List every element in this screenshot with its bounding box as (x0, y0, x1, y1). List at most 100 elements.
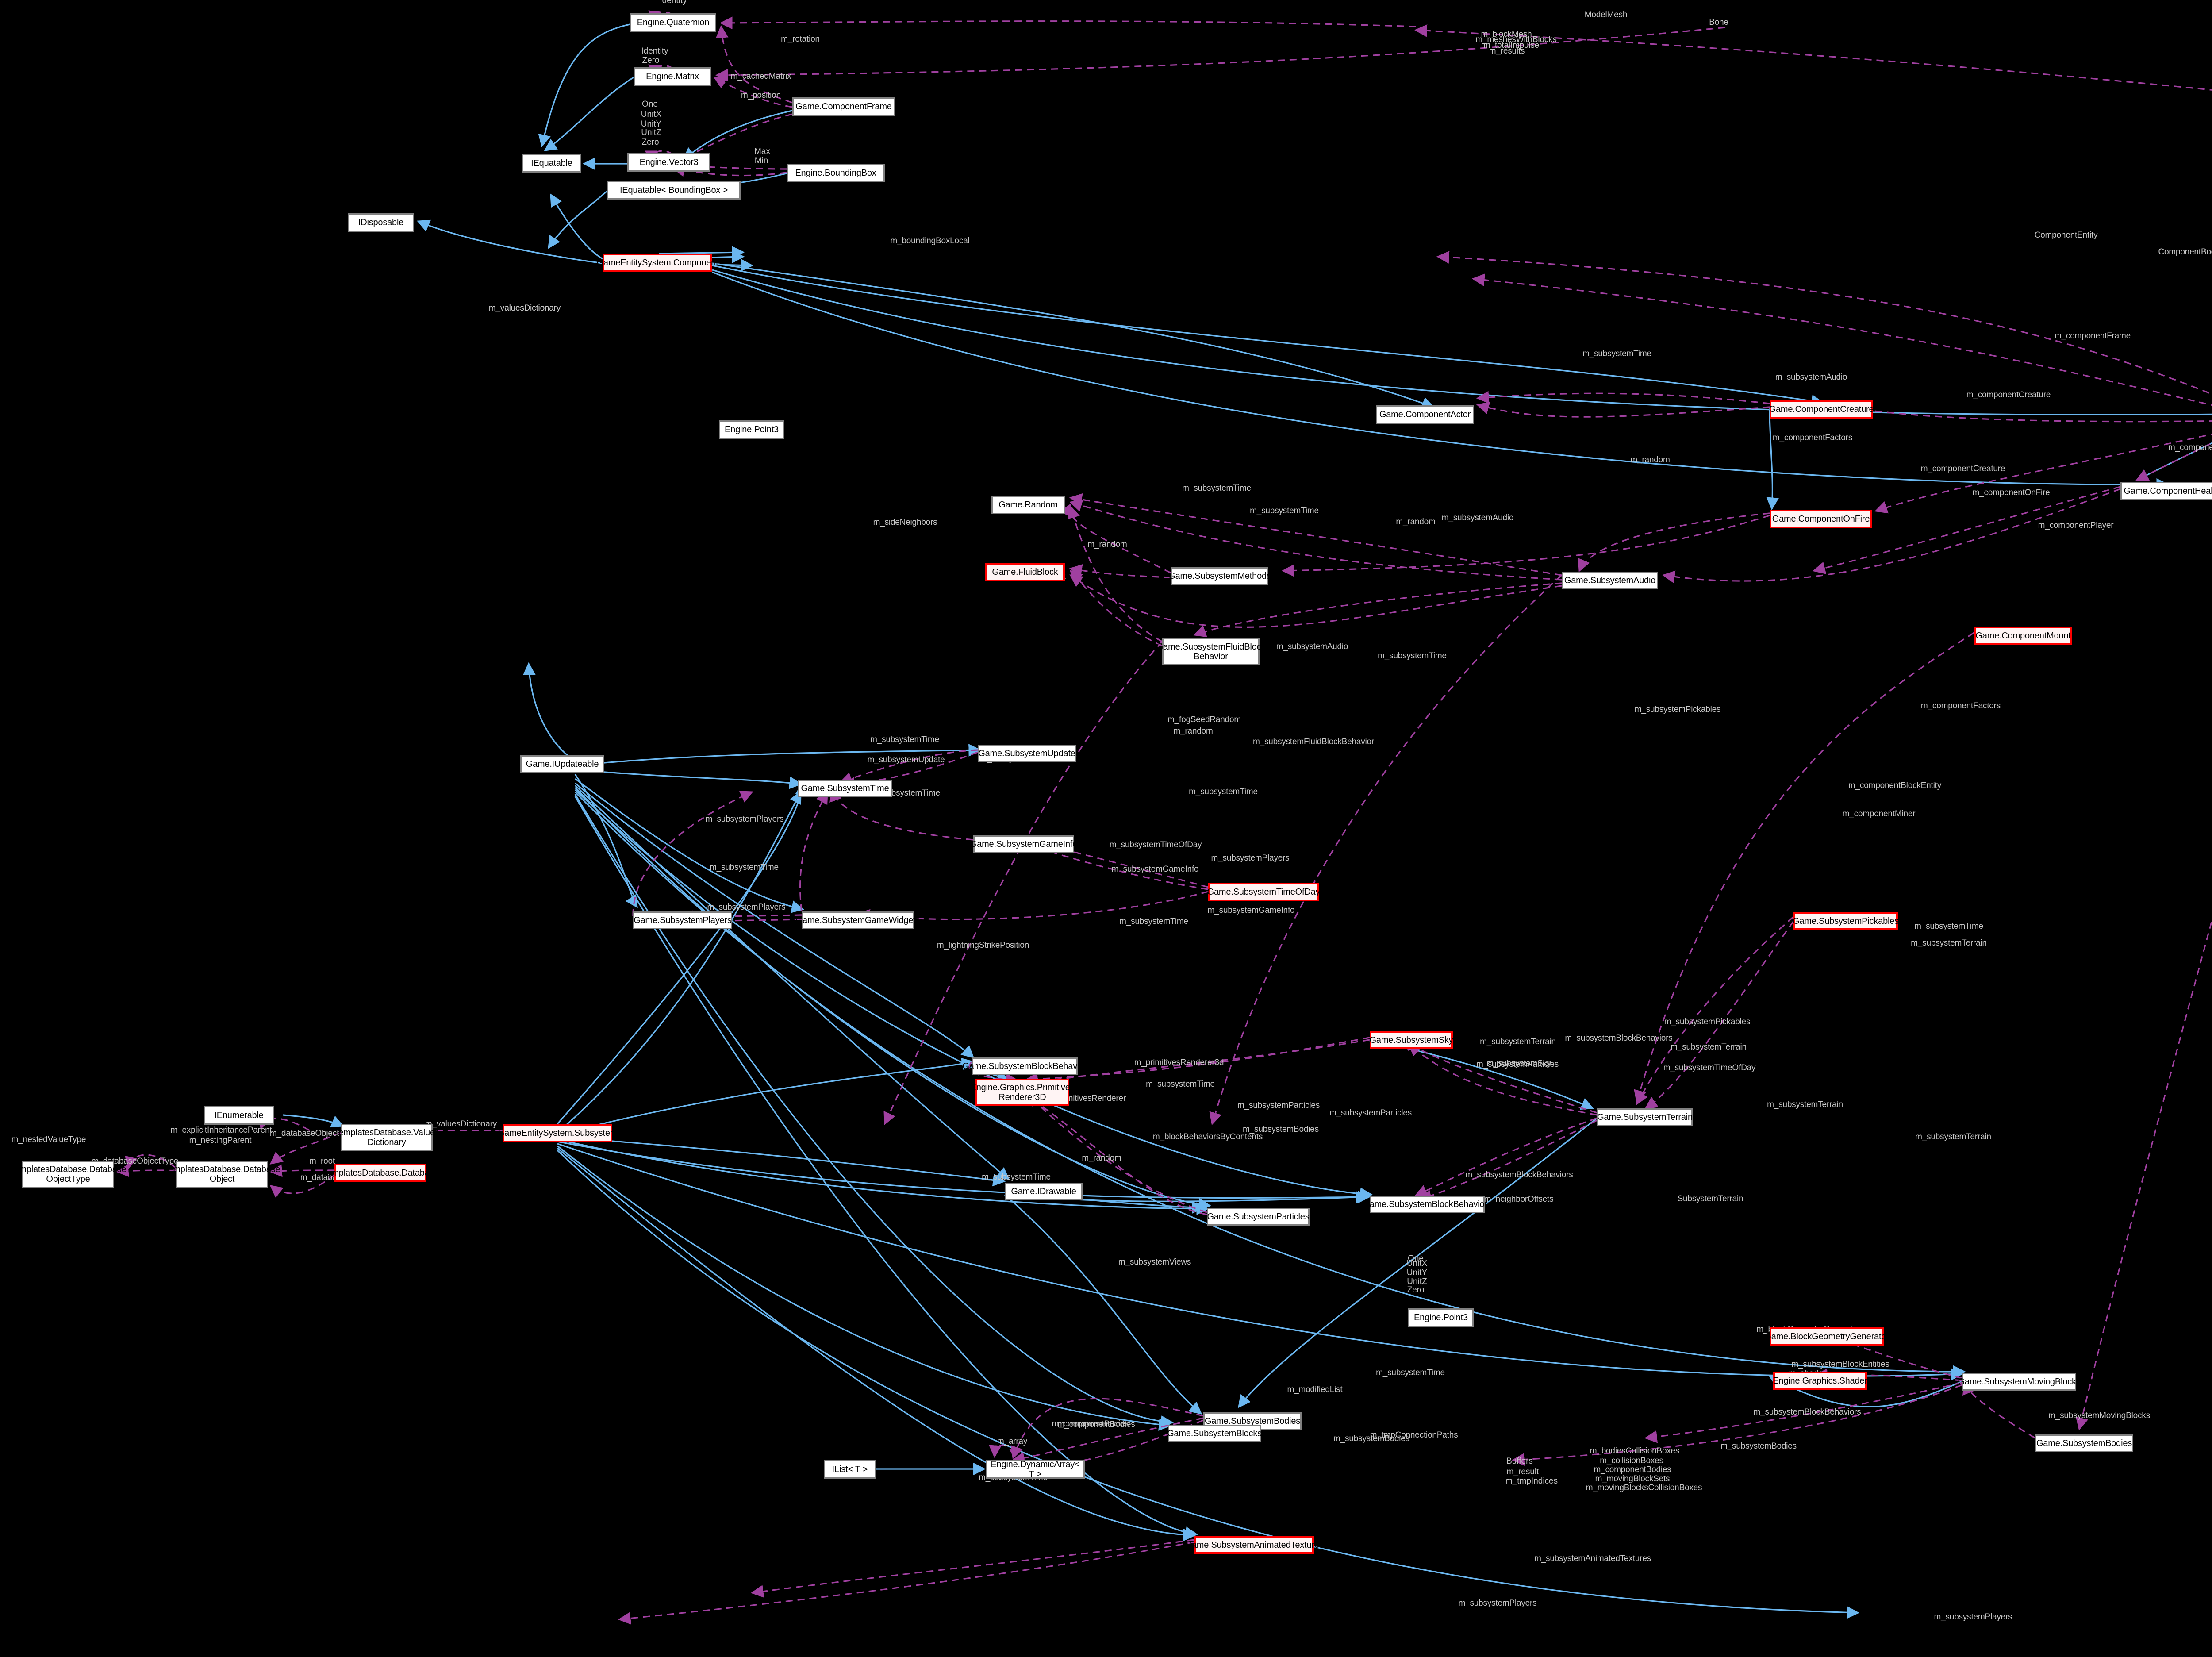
edge-label: m_subsystemAudio (1276, 642, 1348, 651)
class-node-quaternion[interactable]: Engine.Quaternion (630, 13, 716, 32)
edge-label: m_subsystemTime (1189, 787, 1258, 796)
class-node-boundingbox[interactable]: Engine.BoundingBox (787, 164, 885, 182)
edge-label: m_modifiedList (1287, 1385, 1343, 1394)
edge-label: m_boundingBoxLocal (890, 236, 970, 246)
class-node-gessubsystem[interactable]: GameEntitySystem.Subsystem (498, 1124, 617, 1142)
static-member-label: UnitX (641, 110, 662, 119)
static-member-label: Min (754, 156, 768, 165)
class-node-subsystimeofday[interactable]: Game.SubsystemTimeOfDay (1207, 883, 1320, 901)
edge-label: m_subsystemTime (870, 735, 939, 744)
edge-label: m_subsystemTimeOfDay (1663, 1063, 1756, 1073)
class-node-subsyssky[interactable]: Game.SubsystemSky (1370, 1031, 1453, 1049)
edge-label: m_subsystemTimeOfDay (1109, 840, 1202, 850)
edge-label: m_subsystemPickables (1664, 1017, 1751, 1026)
edge-label: m_position (741, 91, 781, 100)
edge-label: m_tmpConnectionPaths (1370, 1430, 1458, 1440)
edge-label: m_componentCreature (1920, 464, 2005, 473)
edge-label: m_componentBlockEntity (1848, 781, 1941, 790)
edge-label: m_subsystemTime (1914, 922, 1983, 931)
class-node-fluidblock[interactable]: Game.FluidBlock (985, 563, 1065, 581)
static-member-label: Zero (641, 138, 659, 147)
edge-label: m_subsystemTime (1250, 506, 1319, 515)
class-node-point3_top[interactable]: Engine.Point3 (719, 420, 784, 439)
class-node-compponfire[interactable]: Game.ComponentOnFire (1770, 510, 1872, 528)
class-node-subsysgamewidgets[interactable]: Game.SubsystemGameWidgets (796, 911, 920, 929)
class-node-primrenderer3d[interactable]: Engine.Graphics.Primitives Renderer3D (971, 1079, 1075, 1106)
edge-label: m_random (1087, 540, 1127, 549)
class-node-iupdateable[interactable]: Game.IUpdateable (520, 755, 604, 773)
class-node-random[interactable]: Game.Random (991, 496, 1065, 514)
class-node-subsysbodies_r[interactable]: Game.SubsystemBodies (2035, 1434, 2133, 1452)
class-node-compmount[interactable]: Game.ComponentMount (1974, 627, 2072, 645)
edge-label: m_subsystemSky (1486, 1059, 1551, 1068)
edge-label: m_componentFactors (1772, 433, 1853, 442)
static-member-label: Zero (1407, 1285, 1425, 1295)
edge-label: m_array (997, 1437, 1028, 1446)
class-node-subsysblockbehs[interactable]: Game.SubsystemBlockBehaviors (1363, 1196, 1492, 1213)
edge-label: m_meshesWithBlocks (1475, 35, 1557, 44)
class-node-idrawable[interactable]: Game.IDrawable (1005, 1183, 1083, 1200)
edge-label: m_blockBehaviorsByContents (1152, 1132, 1263, 1142)
edge-label: m_random (1396, 517, 1436, 527)
class-node-shader[interactable]: Engine.Graphics.Shader (1773, 1372, 1867, 1390)
edge-label: m_subsystemPlayers (707, 903, 786, 912)
class-node-compactor[interactable]: Game.ComponentActor (1376, 405, 1474, 424)
class-node-subsyspickables[interactable]: Game.SubsystemPickables (1793, 912, 1899, 930)
class-node-matrix[interactable]: Engine.Matrix (634, 67, 711, 86)
class-node-subsysgameinfo[interactable]: Game.SubsystemGameInfo (970, 835, 1077, 853)
static-member-label: Max (754, 147, 770, 156)
static-member-label: One (642, 100, 658, 109)
class-node-subsysaudio[interactable]: Game.SubsystemAudio (1562, 572, 1658, 589)
class-node-iequatable[interactable]: IEquatable (522, 154, 581, 173)
class-node-subsysupdate[interactable]: Game.SubsystemUpdate (978, 745, 1076, 762)
edge-label: m_cachedMatrix (730, 72, 791, 81)
class-node-subsysmethods[interactable]: Game.SubsystemMethods (1168, 567, 1271, 585)
edge-label: m_subsystemTerrain (1480, 1037, 1556, 1046)
class-node-blockgeomgen[interactable]: Game.BlockGeometryGenerator (1764, 1327, 1889, 1346)
class-node-ienumerable[interactable]: IEnumerable (204, 1106, 274, 1125)
class-node-subsysmovblocks2[interactable]: Game.SubsystemMovingBlocks (1958, 1373, 2081, 1391)
static-member-label: Zero (642, 56, 660, 65)
edge-label: m_subsystemPickables (1634, 705, 1721, 714)
class-node-subsysplayers[interactable]: Game.SubsystemPlayers (633, 911, 732, 929)
edge-label: m_root (309, 1157, 335, 1166)
edge-label: m_subsystemTime (1378, 651, 1447, 661)
class-node-iequatablebb[interactable]: IEquatable< BoundingBox > (607, 181, 741, 200)
class-node-subsystime[interactable]: Game.SubsystemTime (798, 780, 892, 797)
class-node-comphealth[interactable]: Game.ComponentHealth (2120, 482, 2212, 500)
class-node-subsysterrain[interactable]: Game.SubsystemTerrain (1597, 1108, 1693, 1126)
class-node-tdbdbobj[interactable]: TemplatesDatabase.Database Object (164, 1161, 280, 1188)
class-node-subsysbtiles[interactable]: Game.SubsystemBlocks (1167, 1425, 1262, 1442)
class-node-subsysparticles[interactable]: Game.SubsystemParticles (1207, 1208, 1310, 1226)
edge-label: m_subsystemGameInfo (1111, 865, 1199, 874)
class-node-dynarray[interactable]: Engine.DynamicArray< T > (986, 1460, 1085, 1479)
class-node-compcreature[interactable]: Game.ComponentCreature (1769, 400, 1874, 419)
class-node-tdbdatabase[interactable]: TemplatesDatabase.Database (323, 1164, 439, 1182)
class-node-point3_mid[interactable]: Engine.Point3 (1408, 1308, 1474, 1327)
class-node-gescomponent[interactable]: GameEntitySystem.Component (597, 254, 718, 272)
edge-label: m_collisionBoxes (1600, 1456, 1663, 1465)
class-node-ilistt[interactable]: IList< T > (824, 1460, 876, 1479)
class-node-vector3[interactable]: Engine.Vector3 (627, 153, 710, 172)
class-node-compframe[interactable]: Game.ComponentFrame (792, 97, 895, 116)
class-node-subsysanimtext[interactable]: Game.SubsystemAnimatedTextures (1185, 1536, 1324, 1554)
edge-label: m_componentBodies (1057, 1420, 1135, 1429)
edge-label: m_subsystemParticles (1476, 1060, 1559, 1069)
edge-label: m_valuesDictionary (488, 304, 561, 313)
class-node-subsysblockbeh[interactable]: Game.SubsystemBlockBehavior (962, 1057, 1087, 1075)
class-node-tdbvaluesdict[interactable]: TemplatesDatabase.Values Dictionary (334, 1124, 439, 1151)
edge-label: m_componentBodies (1594, 1465, 1671, 1474)
edge-label: m_subsystemMovingBlocks (2048, 1411, 2150, 1420)
class-node-subsysfluidbb[interactable]: Game.SubsystemFluidBlock Behavior (1156, 638, 1265, 665)
edge-label: SubsystemTerrain (1677, 1194, 1743, 1203)
class-node-tdbdbobjtype[interactable]: TemplatesDatabase.Database ObjectType (10, 1161, 127, 1188)
edge-label: m_nestedValueType (11, 1135, 86, 1144)
edge-label: m_subsystemTerrain (1671, 1042, 1747, 1052)
edge-label: m_subsystemAnimatedTextures (1534, 1554, 1651, 1563)
edge-label: m_movingBlockSets (1595, 1474, 1670, 1484)
edge-label: m_random (1630, 455, 1670, 465)
class-node-idisposable[interactable]: IDisposable (348, 213, 414, 232)
edge-label: ModelMesh (1584, 10, 1628, 19)
edge-label: m_explicitInheritanceParent (170, 1126, 272, 1135)
edge-label: m_subsystemTime (982, 1173, 1051, 1182)
